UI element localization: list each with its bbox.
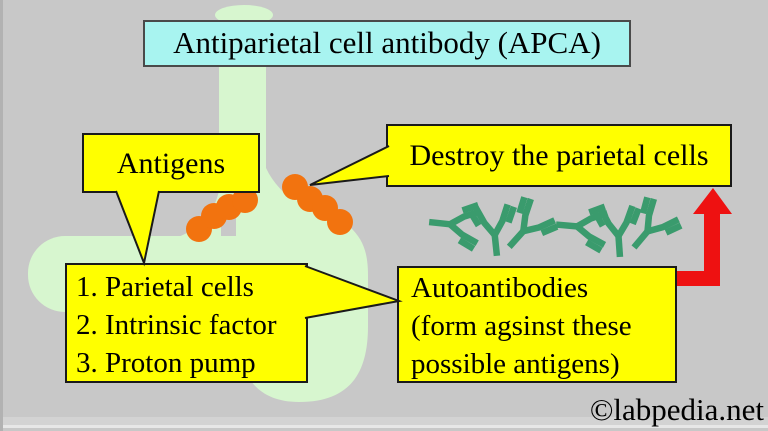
list-to-autoantibodies-pointer (304, 265, 403, 319)
antigen-list-box: 1. Parietal cells 2. Intrinsic factor 3.… (65, 263, 308, 383)
autoantibodies-line: Autoantibodies (411, 272, 589, 304)
bottom-line (0, 425, 768, 428)
antigen-dots (186, 174, 353, 242)
antibody-y-icon (427, 200, 481, 249)
watermark-text: ©labpedia.net (589, 392, 764, 427)
antibody-y-icon (617, 195, 683, 262)
autoantibody-icons (427, 195, 683, 262)
title-text: Antiparietal cell antibody (APCA) (173, 25, 601, 61)
autoantibodies-line: possible antigens) (411, 348, 620, 380)
red-up-arrow-icon (677, 188, 732, 286)
destroy-callout: Destroy the parietal cells (386, 124, 732, 187)
antigen-dot-icon (327, 209, 353, 235)
antigen-list-item: 3. Proton pump (76, 347, 256, 379)
autoantibodies-box: Autoantibodies (form agsinst these possi… (397, 266, 677, 383)
left-edge-line (0, 0, 3, 431)
bottom-band (0, 417, 768, 426)
destroy-callout-pointer (309, 145, 390, 186)
antibody-y-icon (493, 195, 559, 262)
antigens-label: Antigens (116, 146, 226, 180)
antigens-callout-pointer (115, 190, 160, 267)
autoantibodies-line: (form agsinst these (411, 310, 632, 342)
destroy-label: Destroy the parietal cells (409, 139, 709, 172)
antigen-list-item: 2. Intrinsic factor (76, 309, 277, 341)
antigens-callout: Antigens (82, 133, 260, 193)
antibody-y-icon (595, 206, 642, 259)
antigen-dot-icon (232, 187, 258, 213)
antigen-list-item: 1. Parietal cells (76, 271, 254, 303)
title-box: Antiparietal cell antibody (APCA) (143, 20, 631, 67)
antibody-y-icon (470, 204, 519, 258)
